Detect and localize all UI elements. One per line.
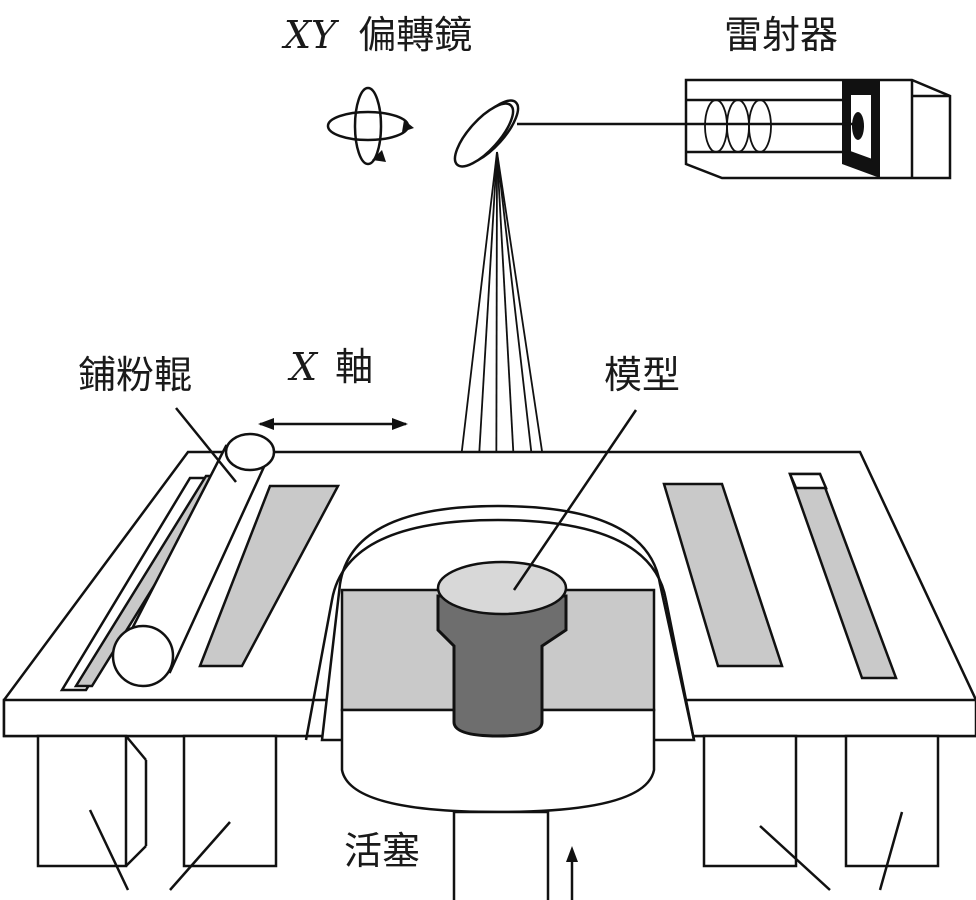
model-leader [512, 409, 638, 591]
xy-mirror-prefix: XY [281, 13, 340, 57]
laser-unit [684, 78, 952, 180]
model [436, 560, 568, 738]
xy-mirror-suffix: 偏轉鏡 [358, 13, 472, 57]
recoater-roller [111, 432, 276, 688]
x-axis-arrow [258, 418, 408, 430]
x-axis-suffix: 軸 [335, 345, 373, 389]
laser-label: 雷射器 [724, 13, 838, 57]
x-axis-prefix: X [287, 345, 319, 389]
xy-mirror-label: XY 偏轉鏡 [281, 13, 472, 57]
rotation-icon [326, 86, 414, 166]
x-axis-label: X 軸 [287, 345, 373, 389]
piston-label: 活塞 [344, 829, 420, 873]
model-label: 模型 [604, 353, 680, 397]
legs [36, 734, 940, 891]
right-powder-slots [662, 472, 898, 680]
roller-label: 鋪粉輥 [78, 353, 192, 397]
xy-mirror [453, 99, 520, 168]
up-arrow [566, 846, 578, 900]
roller-leader [175, 407, 237, 483]
